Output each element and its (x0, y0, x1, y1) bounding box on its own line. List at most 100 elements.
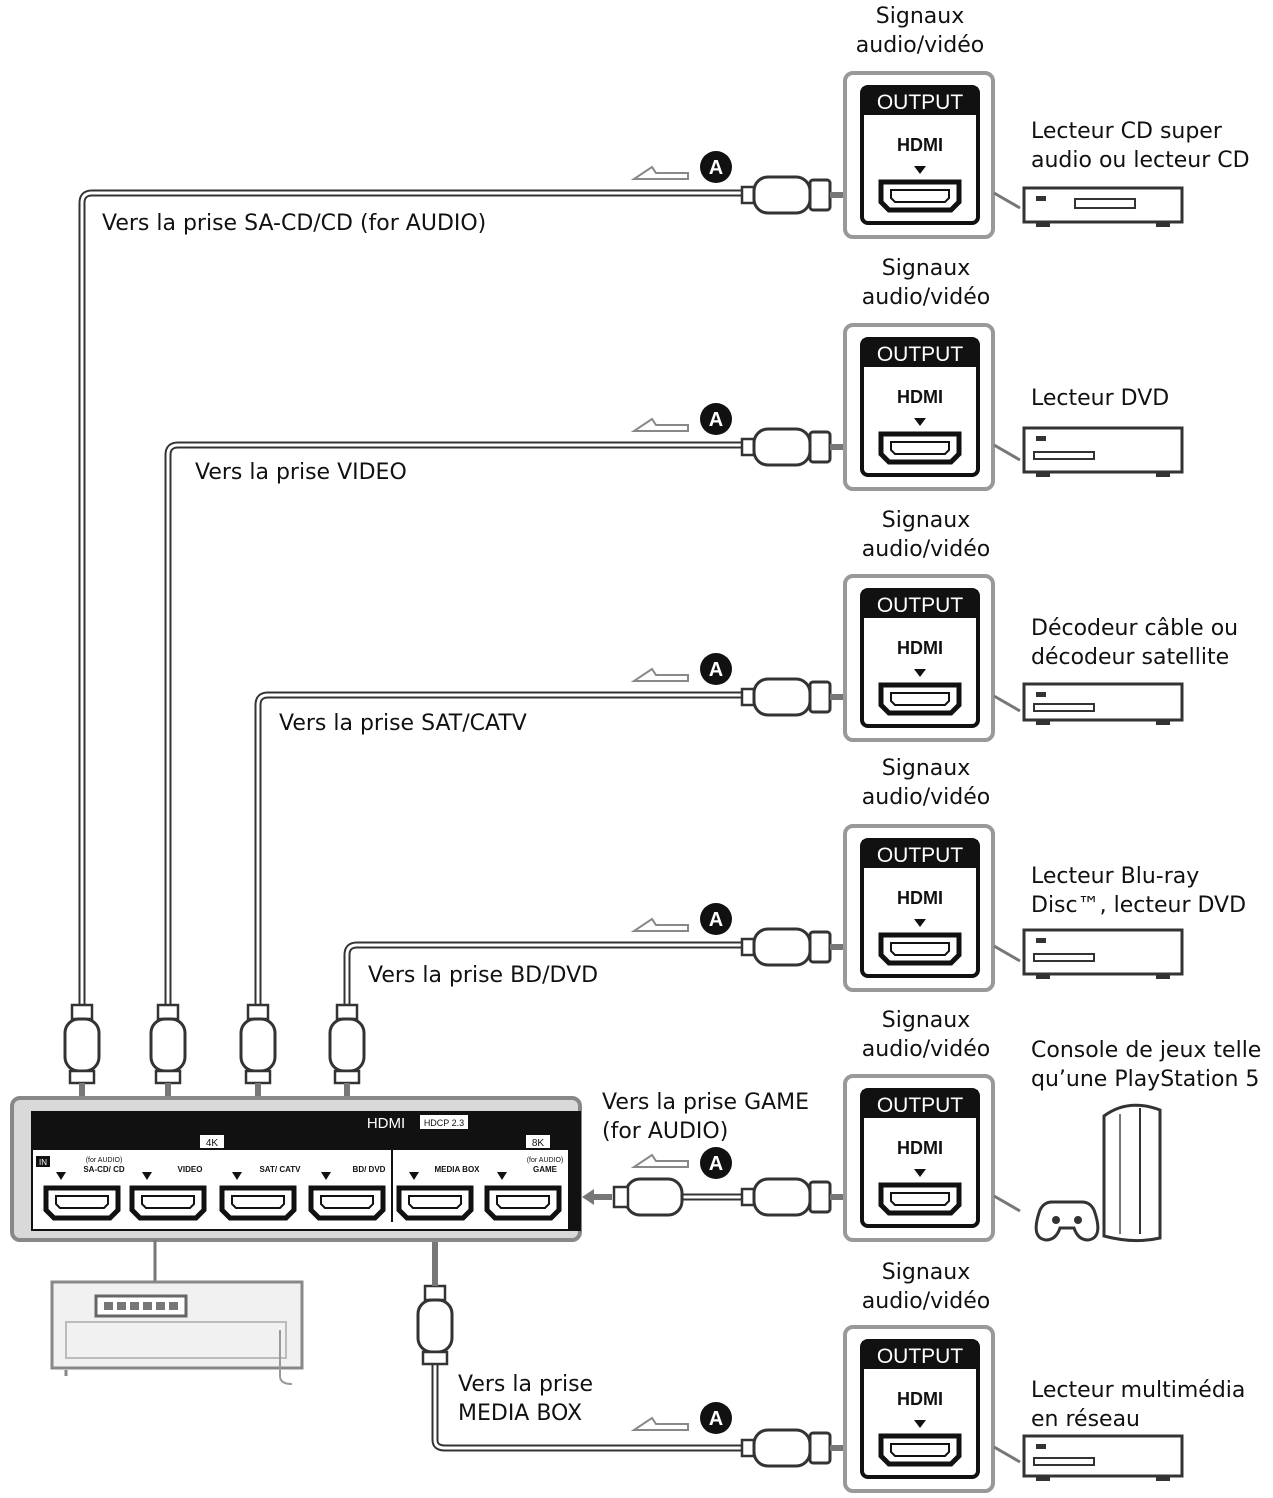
output-header-bar (862, 590, 978, 618)
box-device-link (993, 1445, 1021, 1464)
signal-label-4: Signaux audio/vidéo (861, 756, 991, 810)
box-device-link (993, 443, 1021, 462)
cable-badge-2: A (700, 403, 732, 435)
badge-circle (700, 151, 732, 183)
power-led-icon (1036, 1444, 1046, 1449)
port-arrow-icon (497, 1172, 507, 1180)
badge-letter: A (709, 1153, 723, 1175)
player-foot-left (1036, 222, 1050, 227)
tag-4k-label: 4K (206, 1138, 219, 1149)
hdmi-label: HDMI (897, 888, 943, 908)
badge-circle (700, 653, 732, 685)
badge-letter: A (709, 659, 723, 681)
hdmi-output-port (878, 431, 962, 465)
plug-body (239, 1017, 277, 1073)
hdmi-subheader-bar (32, 1132, 580, 1150)
hdmi-port-inner (890, 692, 950, 706)
in-tag-label: IN (39, 1158, 47, 1167)
plug-tip (740, 937, 756, 957)
signal-flow-arrow-1 (630, 165, 689, 180)
jack-label-mediabox: Vers la prise MEDIA BOX (458, 1372, 594, 1426)
cable-badge-1: A (700, 151, 732, 183)
cable-core-2 (166, 443, 748, 1006)
port-arrow-icon (56, 1172, 66, 1180)
tag-8k-bg (526, 1135, 550, 1148)
hdmi-label: HDMI (897, 1389, 943, 1409)
plug-body (63, 1017, 101, 1073)
cable-badge-5: A (700, 1147, 732, 1179)
in-tag-bg (36, 1156, 50, 1167)
plug-boot (70, 1003, 94, 1021)
hdmi-output-port (878, 1182, 962, 1216)
output-box-4: OUTPUT HDMI (843, 824, 1021, 992)
port-arrow-icon (914, 919, 926, 927)
hdmi-output-port (878, 1433, 962, 1467)
port-note-1: (for AUDIO) (86, 1157, 123, 1164)
disc-tray-icon (1074, 198, 1136, 209)
jack-label-bddvd: Vers la prise BD/DVD (368, 963, 599, 988)
hdmi-input-port-inner (55, 1195, 109, 1209)
receiver-side-plug-4 (328, 1003, 366, 1085)
device-name-bluray-player: Lecteur Blu-ray Disc™, lecteur DVD (1031, 864, 1247, 918)
controller-body (1034, 1200, 1100, 1242)
player-foot-left (1036, 720, 1050, 725)
port-arrow-icon (232, 1172, 242, 1180)
receiver-jack-icon (169, 1302, 178, 1310)
plug-tip (244, 1069, 272, 1085)
controller-icon (1034, 1200, 1100, 1242)
jack-label-satcatv: Vers la prise SAT/CATV (279, 711, 527, 736)
plug-body (328, 1017, 366, 1073)
hdmi-input-port-inner (496, 1195, 550, 1209)
receiver-highlight-icon (94, 1294, 188, 1318)
device-name-dvd-player: Lecteur DVD (1031, 386, 1170, 411)
output-label: OUTPUT (877, 844, 964, 867)
console-shell (1102, 1103, 1162, 1243)
port-label-4: BD/ DVD (353, 1165, 386, 1174)
player-foot-right (1156, 222, 1170, 227)
badge-circle (700, 403, 732, 435)
dvd-player-icon (1022, 426, 1184, 477)
player-body (1022, 682, 1184, 722)
cable-core-4 (345, 943, 748, 1006)
hdmi-label: HDMI (897, 638, 943, 658)
hdmi-label: HDMI (897, 135, 943, 155)
cable-badge-6: A (700, 1402, 732, 1434)
plug-tip (740, 1187, 756, 1207)
signal-flow-arrow-3 (630, 667, 689, 682)
receiver-panel-detail (65, 1321, 287, 1359)
player-foot-left (1036, 974, 1050, 979)
device-name-game-console: Console de jeux telle qu’une PlayStation… (1031, 1038, 1262, 1092)
hdmi-input-port-inner (320, 1195, 374, 1209)
hdmi-input-port-inner (408, 1195, 462, 1209)
plug-tip (68, 1069, 96, 1085)
hdmi-port-inner (890, 189, 950, 203)
power-led-icon (1036, 196, 1046, 201)
disc-slot-icon (1033, 451, 1095, 460)
plug-tip (740, 437, 756, 457)
power-led-icon (1036, 692, 1046, 697)
plug-tip (740, 687, 756, 707)
port-arrow-icon (914, 1420, 926, 1428)
cable-core-6 (433, 1362, 748, 1450)
port-arrow-icon (409, 1172, 419, 1180)
bluray-player-icon (1022, 928, 1184, 979)
plug-boot (335, 1003, 359, 1021)
device-name-cd-player: Lecteur CD super audio ou lecteur CD (1031, 119, 1250, 173)
badge-letter: A (709, 157, 723, 179)
plug-body (752, 427, 812, 467)
output-header-bar (862, 1090, 978, 1118)
badge-letter: A (709, 409, 723, 431)
receiver-side-plug-2 (149, 1003, 187, 1085)
receiver-jack-icon (130, 1302, 139, 1310)
plug-boot (808, 178, 832, 212)
power-led-icon (1036, 938, 1046, 943)
badge-circle (700, 1147, 732, 1179)
panel-edge (568, 1150, 580, 1230)
plug-body (149, 1017, 187, 1073)
signal-label-5: Signaux audio/vidéo (861, 1008, 991, 1062)
plug-boot (808, 680, 832, 714)
